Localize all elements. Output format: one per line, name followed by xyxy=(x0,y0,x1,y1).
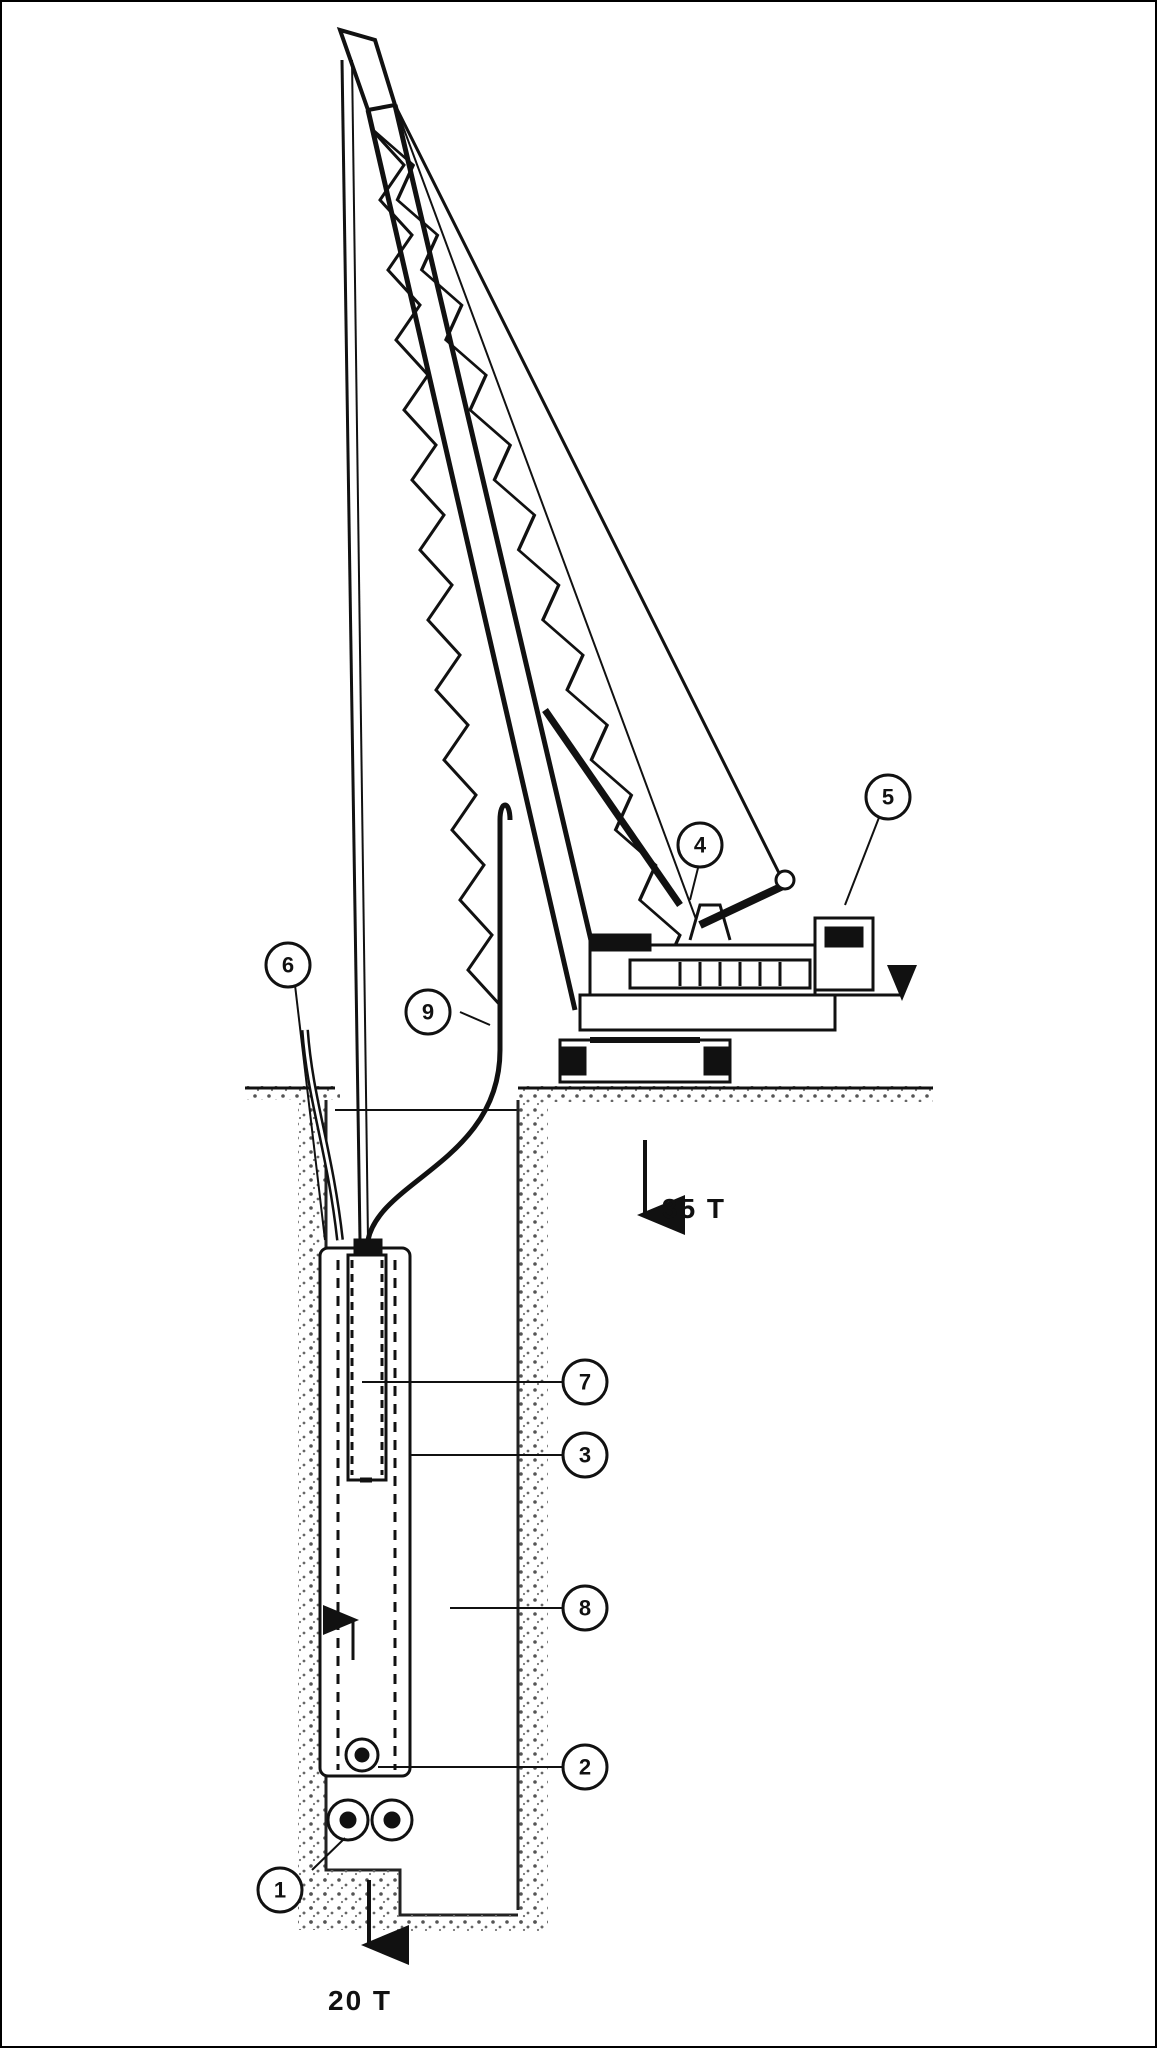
svg-text:1: 1 xyxy=(274,1878,286,1903)
callout-1: 1 xyxy=(256,1866,304,1914)
ground-surface xyxy=(245,1086,933,1111)
load-arrows xyxy=(361,1140,685,1965)
cutter-frame xyxy=(318,1238,412,1778)
crane-boom xyxy=(336,27,706,1011)
svg-text:5: 5 xyxy=(882,785,894,810)
power-pack xyxy=(813,916,917,1001)
callouts: 1 2 3 4 5 6 7 8 xyxy=(256,773,912,1914)
bottom-load-label: 20 T xyxy=(328,1985,392,2016)
leader-lines xyxy=(294,814,881,1871)
crawler-tracks xyxy=(558,1037,732,1084)
svg-text:2: 2 xyxy=(579,1755,591,1780)
callout-4: 4 xyxy=(676,821,724,869)
svg-text:9: 9 xyxy=(422,1000,434,1025)
svg-text:6: 6 xyxy=(282,953,294,978)
callout-7: 7 xyxy=(561,1358,609,1406)
crane-body xyxy=(578,869,837,1032)
callout-3: 3 xyxy=(561,1431,609,1479)
crane-load-label: 35 T xyxy=(662,1193,726,1224)
callout-9: 9 xyxy=(404,988,452,1036)
svg-text:8: 8 xyxy=(579,1596,591,1621)
callout-5: 5 xyxy=(864,773,912,821)
hydraulic-hose xyxy=(365,802,513,1241)
callout-6: 6 xyxy=(264,941,312,989)
svg-text:7: 7 xyxy=(579,1370,591,1395)
crane-cables xyxy=(340,59,787,1241)
svg-text:4: 4 xyxy=(694,833,707,858)
callout-8: 8 xyxy=(561,1584,609,1632)
callout-2: 2 xyxy=(561,1743,609,1791)
cutter-wheels xyxy=(326,1798,414,1842)
svg-text:3: 3 xyxy=(579,1443,591,1468)
